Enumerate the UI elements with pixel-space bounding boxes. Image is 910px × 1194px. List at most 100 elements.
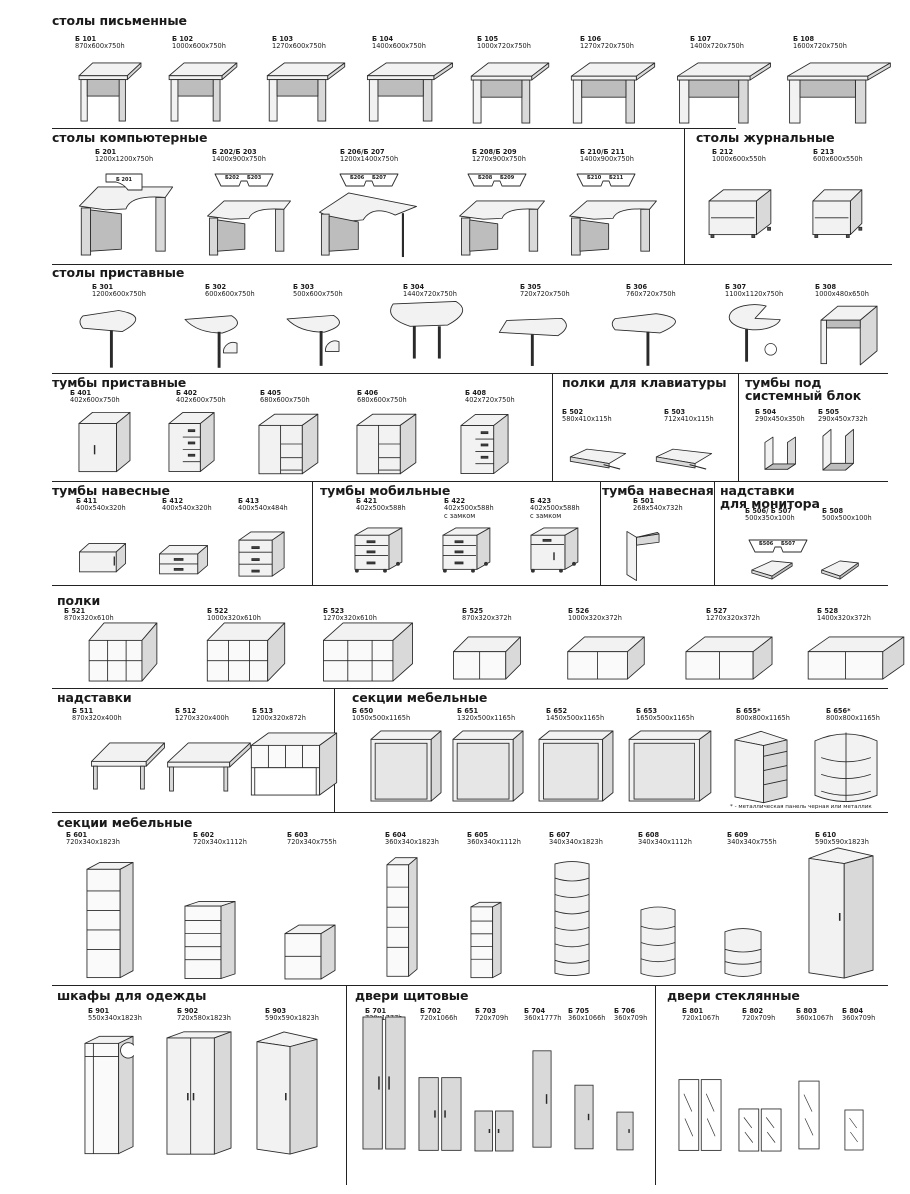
furniture-illustration bbox=[678, 1078, 722, 1152]
illustration-shelfL bbox=[807, 636, 905, 680]
product-code: Б 303 bbox=[293, 283, 315, 291]
product-code: Б 301 bbox=[92, 283, 114, 291]
product-dimensions: 360x709h bbox=[614, 1014, 648, 1023]
product-code: Б 802 bbox=[742, 1007, 764, 1015]
product-code: Б 405 bbox=[260, 389, 282, 397]
product-code: Б 213 bbox=[813, 148, 835, 156]
furniture-illustration bbox=[370, 730, 442, 802]
illustration-corner bbox=[569, 200, 657, 256]
product-dimensions: 1050x500x1165h bbox=[352, 714, 411, 723]
plan-label: Б 201 bbox=[116, 177, 132, 183]
furniture-illustration bbox=[724, 924, 762, 980]
illustration-mobL bbox=[530, 527, 579, 573]
product-dimensions: 1320x500x1165h bbox=[457, 714, 516, 723]
furniture-illustration bbox=[726, 300, 784, 364]
product-dimensions: 870x600x750h bbox=[75, 42, 125, 51]
plan-outline bbox=[576, 173, 636, 187]
illustration-door2 bbox=[474, 1110, 514, 1152]
separator-h bbox=[52, 688, 888, 689]
product-code: Б 504 bbox=[755, 408, 777, 416]
furniture-illustration bbox=[78, 186, 174, 256]
plan-outline bbox=[105, 173, 143, 191]
illustration-cornerBig bbox=[319, 192, 417, 258]
separator-v bbox=[346, 985, 347, 1185]
product-dimensions: 402x500x588h bbox=[444, 504, 494, 513]
product-dimensions: 402x600x750h bbox=[70, 396, 120, 405]
illustration-desk bbox=[266, 62, 346, 122]
product-dimensions: 1400x900x750h bbox=[212, 155, 266, 164]
product-dimensions: 1200x1400x750h bbox=[340, 155, 399, 164]
furniture-illustration bbox=[844, 1108, 864, 1152]
furniture-illustration bbox=[452, 636, 522, 680]
product-code: Б 801 bbox=[682, 1007, 704, 1015]
plan-label: Б507 bbox=[781, 541, 796, 547]
illustration-shelf bbox=[323, 622, 413, 682]
product-dimensions: 600x600x750h bbox=[205, 290, 255, 299]
furniture-illustration bbox=[610, 304, 694, 368]
separator-h bbox=[52, 373, 888, 374]
product-dimensions: 720x580x1823h bbox=[177, 1014, 231, 1023]
product-dimensions: 600x600x550h bbox=[813, 155, 863, 164]
furniture-illustration bbox=[78, 300, 152, 370]
section-title: тумбы мобильные bbox=[320, 483, 451, 498]
product-dimensions: 1600x720x750h bbox=[793, 42, 847, 51]
product-code: Б 651 bbox=[457, 707, 479, 715]
section-title: полки для клавиатуры bbox=[562, 375, 727, 390]
product-code: Б 650 bbox=[352, 707, 374, 715]
product-dimensions: 550x340x1823h bbox=[88, 1014, 142, 1023]
illustration-sect bbox=[452, 730, 524, 802]
product-code: Б 508 bbox=[822, 507, 844, 515]
illustration-corner bbox=[207, 200, 291, 256]
furniture-illustration bbox=[362, 1014, 406, 1152]
product-code: Б 305 bbox=[520, 283, 542, 291]
furniture-illustration bbox=[616, 1110, 634, 1152]
product-dimensions: 720x1066h bbox=[420, 1014, 458, 1023]
illustration-desk bbox=[168, 62, 238, 122]
section-title-line: системный блок bbox=[745, 388, 862, 403]
illustration-shelfL bbox=[453, 636, 521, 680]
product-code: Б 412 bbox=[162, 497, 184, 505]
illustration-tower bbox=[822, 428, 854, 471]
illustration-tableT bbox=[498, 317, 567, 366]
footnote: * - металлическая панель черная или мета… bbox=[730, 804, 872, 810]
separator-h bbox=[52, 985, 888, 986]
product-code: Б 502 bbox=[562, 408, 584, 416]
illustration-hangD bbox=[159, 545, 208, 575]
illustration-wardrobe2 bbox=[166, 1031, 232, 1155]
product-dimensions: 1000x600x750h bbox=[172, 42, 226, 51]
illustration-sectCorner bbox=[734, 730, 788, 804]
illustration-desk bbox=[366, 62, 454, 122]
illustration-door1 bbox=[574, 1084, 594, 1150]
product-code: Б 702 bbox=[420, 1007, 442, 1015]
furniture-illustration bbox=[452, 730, 524, 802]
furniture-illustration bbox=[570, 62, 656, 124]
furniture-illustration bbox=[78, 410, 132, 474]
product-dimensions: 1000x320x372h bbox=[568, 614, 622, 623]
product-dimensions: 1200x320x872h bbox=[252, 714, 306, 723]
furniture-illustration bbox=[706, 186, 774, 244]
product-code: Б 528 bbox=[817, 607, 839, 615]
illustration-sect bbox=[538, 730, 614, 802]
plan-outline bbox=[467, 173, 527, 187]
furniture-illustration bbox=[256, 1030, 318, 1156]
product-dimensions: 268x540x732h bbox=[633, 504, 683, 513]
